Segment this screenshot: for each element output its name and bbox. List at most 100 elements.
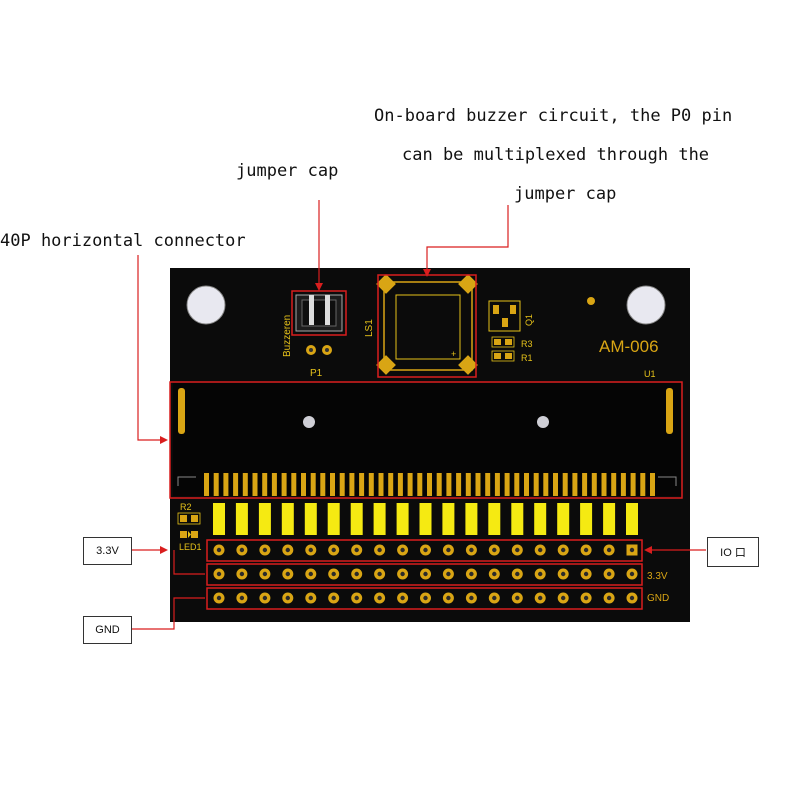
pin-hole bbox=[400, 595, 405, 601]
connector-highlight bbox=[169, 381, 683, 499]
gold-finger bbox=[368, 473, 374, 496]
gold-finger bbox=[397, 473, 403, 496]
leader-gnd bbox=[131, 597, 205, 630]
pin-hole bbox=[492, 547, 497, 553]
callout-buzzer-line2: can be multiplexed through the bbox=[402, 145, 710, 165]
connector-pad bbox=[304, 503, 317, 535]
connector-pad bbox=[488, 503, 501, 535]
connector-pad bbox=[580, 503, 593, 535]
pin-hole bbox=[239, 547, 245, 553]
pin-hole bbox=[285, 595, 290, 601]
callout-jumper-cap: jumper cap bbox=[236, 161, 339, 181]
connector-pad bbox=[213, 503, 225, 535]
silk-r3: R3 bbox=[521, 339, 533, 349]
leader-arrowheads bbox=[160, 269, 652, 554]
pin-hole bbox=[469, 547, 474, 553]
gold-finger bbox=[242, 473, 248, 496]
callout-buzzer-line1: On-board buzzer circuit, the P0 pin bbox=[374, 106, 733, 126]
silk-r1: R1 bbox=[521, 353, 533, 363]
silk-led1: LED1 bbox=[179, 542, 202, 552]
pin-hole bbox=[423, 547, 428, 553]
pin-hole bbox=[583, 571, 589, 577]
connector-pad bbox=[396, 503, 409, 535]
connector-pad bbox=[511, 503, 524, 535]
gold-finger bbox=[252, 473, 258, 496]
gold-finger bbox=[611, 473, 617, 496]
connector-pad bbox=[557, 503, 570, 535]
leader-connector bbox=[137, 255, 166, 441]
gold-finger bbox=[504, 473, 510, 496]
v33-row-highlight bbox=[206, 563, 643, 586]
pin-hole bbox=[377, 547, 382, 553]
pin-hole bbox=[354, 547, 359, 553]
gold-finger bbox=[582, 473, 588, 496]
silk-p1: P1 bbox=[310, 368, 323, 379]
pin-hole bbox=[446, 547, 451, 553]
gold-finger bbox=[465, 473, 471, 496]
connector-pad bbox=[258, 503, 271, 535]
fiducial-dot bbox=[587, 297, 595, 305]
gold-finger bbox=[427, 473, 432, 496]
silk-ls1: LS1 bbox=[364, 319, 375, 337]
pin-hole bbox=[515, 547, 520, 553]
resistor-r2 bbox=[177, 512, 201, 525]
gold-finger bbox=[301, 473, 306, 496]
pin-hole bbox=[606, 571, 612, 577]
callout-buzzer-line3: jumper cap bbox=[514, 184, 617, 204]
connector-pad bbox=[373, 503, 386, 535]
pin-hole bbox=[561, 571, 566, 577]
transistor-q1 bbox=[488, 300, 521, 332]
callout-connector: 40P horizontal connector bbox=[0, 231, 246, 251]
svg-text:+: + bbox=[451, 349, 456, 359]
pin-hole bbox=[606, 547, 612, 553]
pin-hole bbox=[538, 595, 543, 601]
pin-hole bbox=[469, 571, 474, 577]
pin-hole bbox=[629, 571, 635, 577]
connector-pad bbox=[235, 503, 248, 535]
pin-hole bbox=[400, 547, 405, 553]
pin-hole bbox=[216, 595, 222, 601]
mounting-hole-left bbox=[186, 285, 226, 325]
connector-pad bbox=[534, 503, 547, 535]
gold-finger bbox=[378, 473, 384, 496]
connector-pad bbox=[350, 503, 363, 535]
jumper-header-p1 bbox=[295, 294, 343, 355]
gold-finger bbox=[650, 473, 655, 496]
mounting-hole-right bbox=[626, 285, 666, 325]
gold-finger bbox=[388, 473, 394, 496]
pin-hole bbox=[331, 571, 336, 577]
pin-hole bbox=[331, 547, 336, 553]
gold-finger bbox=[330, 473, 335, 496]
pin-hole bbox=[262, 571, 268, 577]
pin-hole bbox=[561, 547, 566, 553]
pin-hole bbox=[308, 547, 313, 553]
resistor-r1 bbox=[491, 350, 515, 362]
connector-pad bbox=[465, 503, 478, 535]
gold-finger bbox=[407, 473, 413, 496]
gold-finger bbox=[591, 473, 597, 496]
gold-finger bbox=[572, 473, 578, 496]
gold-finger bbox=[524, 473, 529, 496]
gold-finger bbox=[601, 473, 607, 496]
pin-hole bbox=[308, 571, 313, 577]
pin-hole bbox=[583, 547, 589, 553]
pin-hole bbox=[400, 571, 405, 577]
horizontal-connector bbox=[173, 383, 681, 496]
pin-hole bbox=[262, 595, 268, 601]
gold-finger bbox=[485, 473, 491, 496]
pin-hole bbox=[285, 547, 290, 553]
gold-finger bbox=[281, 473, 287, 496]
led-led1 bbox=[180, 531, 198, 538]
pin-hole bbox=[561, 595, 566, 601]
gold-finger bbox=[262, 473, 268, 496]
gold-finger bbox=[291, 473, 297, 496]
gold-finger bbox=[320, 473, 326, 496]
pin-hole bbox=[423, 571, 428, 577]
leader-lines bbox=[131, 200, 706, 630]
pin-hole bbox=[583, 595, 589, 601]
leader-v33-branch bbox=[173, 550, 205, 575]
pin-hole bbox=[308, 595, 313, 601]
gold-finger bbox=[446, 473, 452, 496]
gold-finger bbox=[543, 473, 549, 496]
connector-pad bbox=[626, 503, 638, 535]
